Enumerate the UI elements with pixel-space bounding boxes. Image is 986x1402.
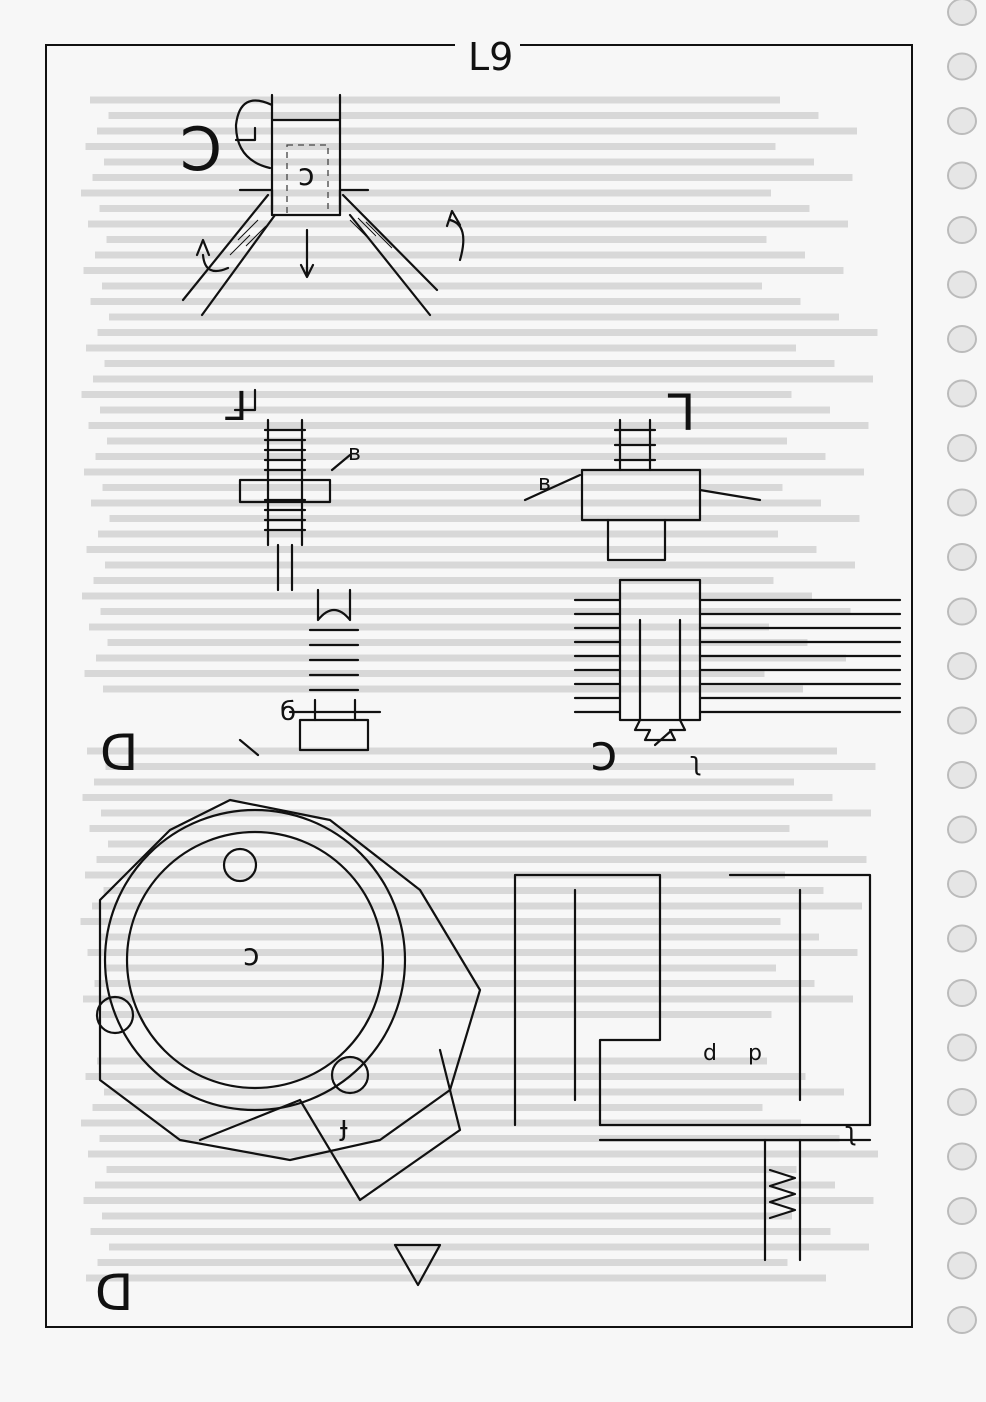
binder-hole <box>947 706 977 735</box>
binder-hole <box>947 543 977 571</box>
binder-hole <box>947 379 977 408</box>
label-bottom-left-view: ᗡ <box>95 1264 133 1322</box>
binder-hole <box>947 652 977 680</box>
binder-hole <box>947 761 977 789</box>
binder-hole <box>947 488 977 517</box>
label-right-corner-mark: ᒣ <box>665 384 696 442</box>
binder-hole <box>947 434 977 462</box>
binder-hole <box>947 1033 977 1062</box>
binder-hole <box>947 597 977 626</box>
label-right-valve: в <box>538 471 551 496</box>
top-valve-drawing: Ↄ ɔ <box>180 93 465 317</box>
binder-hole <box>947 107 977 135</box>
label-section-d: d <box>703 1041 717 1066</box>
label-left-valve: в <box>348 441 361 466</box>
binder-hole <box>947 325 977 353</box>
binder-hole <box>947 216 977 244</box>
label-valve-center: ɔ <box>298 158 314 193</box>
center-valve-drawing: б ᗡ ⅃ <box>100 384 382 782</box>
binder-hole <box>947 270 977 299</box>
label-left-mid-view: ᗡ <box>100 724 138 782</box>
binder-hole <box>947 161 977 190</box>
section-view-drawing: d p ʅ <box>513 873 872 1262</box>
right-valve-drawing: ᒣ в <box>523 384 762 562</box>
faded-background-text <box>80 96 878 1282</box>
binder-hole <box>947 52 977 81</box>
label-right-nozzle: ʅ <box>690 747 702 777</box>
left-valve-drawing: в <box>233 388 361 592</box>
label-right-mid-view: ↄ <box>590 724 617 782</box>
page-number: L9 <box>468 35 513 79</box>
binder-hole <box>947 1306 977 1334</box>
binder-hole <box>947 0 977 26</box>
binder-hole <box>947 1088 977 1116</box>
label-flange-bolt: ɟ <box>339 1109 348 1142</box>
flange-drawing: ɔ ɟ ᗡ V <box>95 798 482 1322</box>
label-section-p: p <box>748 1041 762 1066</box>
label-section-spring: ʅ <box>845 1117 857 1147</box>
binder-hole <box>947 924 977 953</box>
binder-hole <box>947 870 977 898</box>
label-center-valve: б <box>280 697 296 727</box>
label-top-left-view: Ↄ <box>180 115 222 185</box>
binder-hole <box>947 815 977 844</box>
binder-hole <box>947 1142 977 1171</box>
binder-holes <box>947 0 977 1334</box>
binder-hole <box>947 1197 977 1225</box>
binder-hole <box>947 979 977 1007</box>
label-flange-center: ɔ <box>243 938 259 973</box>
label-left-corner-mark: ⅃ <box>224 384 247 430</box>
binder-hole <box>947 1251 977 1280</box>
right-nozzle-drawing: ↄ ʅ <box>573 578 902 782</box>
